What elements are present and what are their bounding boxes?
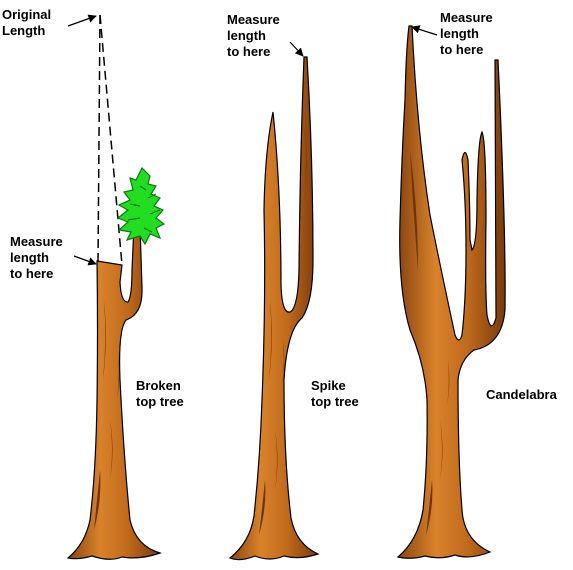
spike-top-caption: Spike top tree — [311, 378, 359, 410]
spike-trunk — [230, 57, 318, 560]
candelabra-measure-arrow — [412, 27, 437, 35]
broken-measure-label: Measure length to here — [10, 234, 63, 282]
foliage — [118, 168, 164, 244]
original-length-outline — [98, 15, 122, 265]
spike-measure-arrow — [290, 42, 303, 56]
spike-top-tree — [230, 42, 318, 560]
broken-measure-arrow — [74, 256, 96, 264]
candelabra-trunk — [398, 26, 505, 558]
broken-top-tree — [68, 15, 164, 559]
spike-measure-label: Measure length to here — [227, 12, 280, 60]
original-length-label: Original Length — [2, 7, 51, 39]
candelabra-caption: Candelabra — [486, 387, 557, 403]
candelabra-tree — [398, 26, 505, 558]
original-length-arrow — [68, 16, 96, 26]
candelabra-measure-label: Measure length to here — [440, 10, 493, 58]
broken-top-caption: Broken top tree — [136, 378, 184, 410]
